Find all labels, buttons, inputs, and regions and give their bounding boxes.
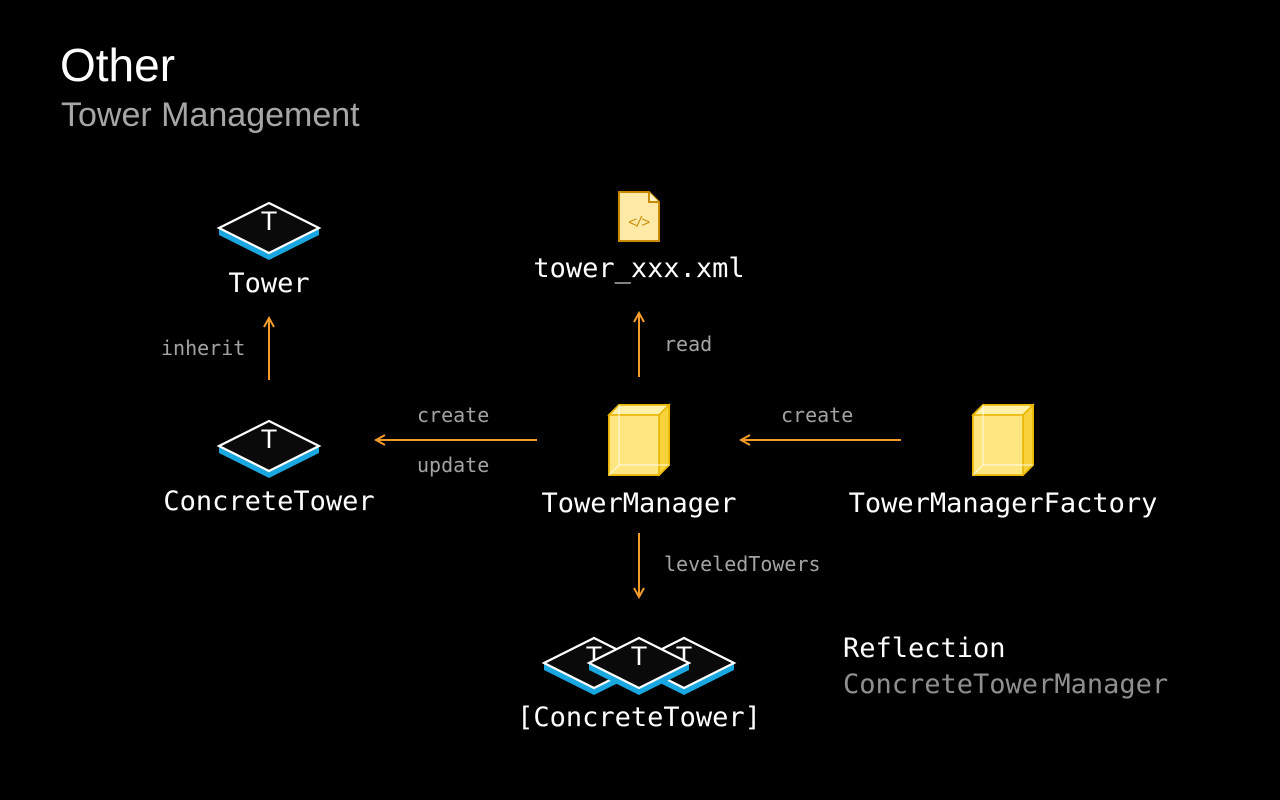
tower-icon: T bbox=[216, 201, 322, 260]
xml-file-icon: </> bbox=[618, 191, 660, 242]
slide-title: Other bbox=[60, 39, 176, 91]
tower-manager-cube-icon bbox=[607, 403, 671, 477]
slide-subtitle: Tower Management bbox=[61, 96, 360, 134]
tower-manager-label: TowerManager bbox=[541, 488, 736, 519]
tower-manager-factory-cube-icon bbox=[971, 403, 1035, 477]
create-manager-label: create bbox=[781, 403, 853, 427]
tower-icon-letter: T bbox=[261, 206, 278, 236]
xml-file-glyph: </> bbox=[628, 214, 650, 231]
tower-stack-letter: T bbox=[631, 641, 648, 671]
reflection-note-title: Reflection bbox=[843, 633, 1006, 664]
concrete-tower-array-label: [ConcreteTower] bbox=[517, 702, 761, 733]
concrete-tower-icon: T bbox=[216, 419, 322, 478]
tower-stack-item: T bbox=[586, 636, 692, 695]
concrete-tower-label: ConcreteTower bbox=[163, 486, 374, 517]
tower-manager-factory-label: TowerManagerFactory bbox=[849, 488, 1158, 519]
update-tower-label: update bbox=[417, 453, 489, 477]
xml-file-label: tower_xxx.xml bbox=[533, 253, 744, 284]
reflection-note-subtitle: ConcreteTowerManager bbox=[843, 669, 1168, 700]
create-tower-label: create bbox=[417, 403, 489, 427]
tower-stack-icon: T T T bbox=[541, 636, 737, 695]
leveled-towers-label: leveledTowers bbox=[664, 552, 821, 576]
read-label: read bbox=[664, 332, 712, 356]
concrete-tower-icon-letter: T bbox=[261, 424, 278, 454]
inherit-label: inherit bbox=[161, 336, 245, 360]
tower-label: Tower bbox=[228, 268, 309, 299]
